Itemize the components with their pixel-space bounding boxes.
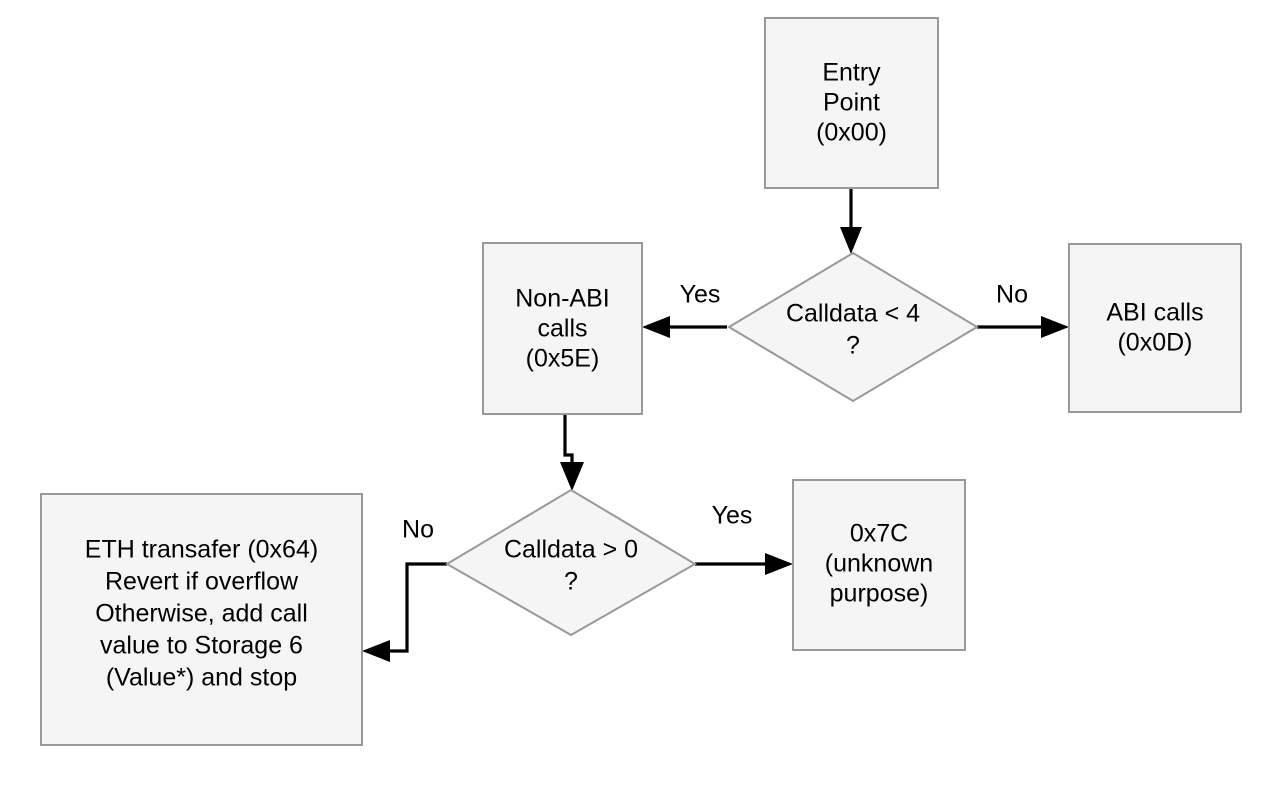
node-abi-calls[interactable]: ABI calls (0x0D) bbox=[1068, 243, 1242, 413]
node-label-line: Non-ABI bbox=[515, 285, 609, 313]
node-label-line: (0x00) bbox=[816, 119, 887, 147]
node-label-line: Revert if overflow bbox=[105, 568, 299, 596]
node-label-line: Calldata > 0 bbox=[504, 536, 638, 564]
arrowhead-icon bbox=[362, 640, 390, 662]
node-label-line: Point bbox=[823, 89, 880, 117]
node-shape-rect bbox=[792, 479, 966, 651]
node-calldata-gt-0[interactable]: Calldata > 0 ? bbox=[445, 488, 697, 637]
edge-line bbox=[379, 562, 447, 653]
edge-label-yes-top: Yes bbox=[680, 281, 721, 309]
arrowhead-icon bbox=[560, 462, 584, 491]
node-label-line: ? bbox=[564, 568, 578, 596]
edge-label-no-top: No bbox=[996, 281, 1028, 309]
edge-decision2-yes: Yes bbox=[695, 502, 793, 575]
node-label-line: Otherwise, add call bbox=[95, 600, 308, 628]
arrowhead-icon bbox=[840, 227, 862, 254]
node-shape-rect bbox=[482, 242, 643, 415]
node-label-line: Entry bbox=[822, 59, 881, 87]
node-label-line: (0x0D) bbox=[1117, 329, 1192, 357]
arrowhead-icon bbox=[765, 553, 793, 575]
node-calldata-lt-4[interactable]: Calldata < 4 ? bbox=[727, 251, 979, 403]
edge-decision2-no: No bbox=[362, 516, 447, 662]
arrowhead-icon bbox=[1041, 316, 1069, 338]
node-label-line: ? bbox=[846, 332, 860, 360]
node-label-line: ABI calls bbox=[1106, 299, 1203, 327]
edge-nonabi-to-decision2 bbox=[560, 414, 584, 491]
node-label-line: (Value*) and stop bbox=[106, 664, 297, 692]
node-label-line: Calldata < 4 bbox=[786, 300, 920, 328]
arrowhead-icon bbox=[642, 316, 670, 338]
node-label-line: (0x5E) bbox=[526, 345, 600, 373]
node-shape-diamond bbox=[727, 251, 979, 403]
node-label-line: 0x7C bbox=[850, 520, 908, 548]
node-label-line: value to Storage 6 bbox=[100, 632, 303, 660]
node-shape-diamond bbox=[445, 488, 697, 637]
node-entry-point[interactable]: Entry Point (0x00) bbox=[764, 17, 939, 189]
node-label-line: calls bbox=[537, 315, 587, 343]
edge-entry-to-decision1 bbox=[840, 188, 862, 254]
node-label-line: ETH transafer (0x64) bbox=[85, 536, 318, 564]
node-non-abi-calls[interactable]: Non-ABI calls (0x5E) bbox=[482, 242, 643, 415]
node-shape-rect bbox=[764, 17, 939, 189]
node-unknown-purpose[interactable]: 0x7C (unknown purpose) bbox=[792, 479, 966, 651]
node-shape-rect bbox=[40, 493, 363, 746]
node-eth-transfer[interactable]: ETH transafer (0x64) Revert if overflow … bbox=[40, 493, 363, 746]
edge-label-yes-bottom: Yes bbox=[712, 502, 753, 530]
edge-decision1-no: No bbox=[977, 281, 1069, 338]
edge-decision1-yes: Yes bbox=[642, 281, 727, 338]
node-shape-rect bbox=[1068, 243, 1242, 413]
edge-label-no-bottom: No bbox=[402, 516, 434, 544]
node-label-line: purpose) bbox=[830, 580, 929, 608]
node-label-line: (unknown bbox=[825, 550, 933, 578]
